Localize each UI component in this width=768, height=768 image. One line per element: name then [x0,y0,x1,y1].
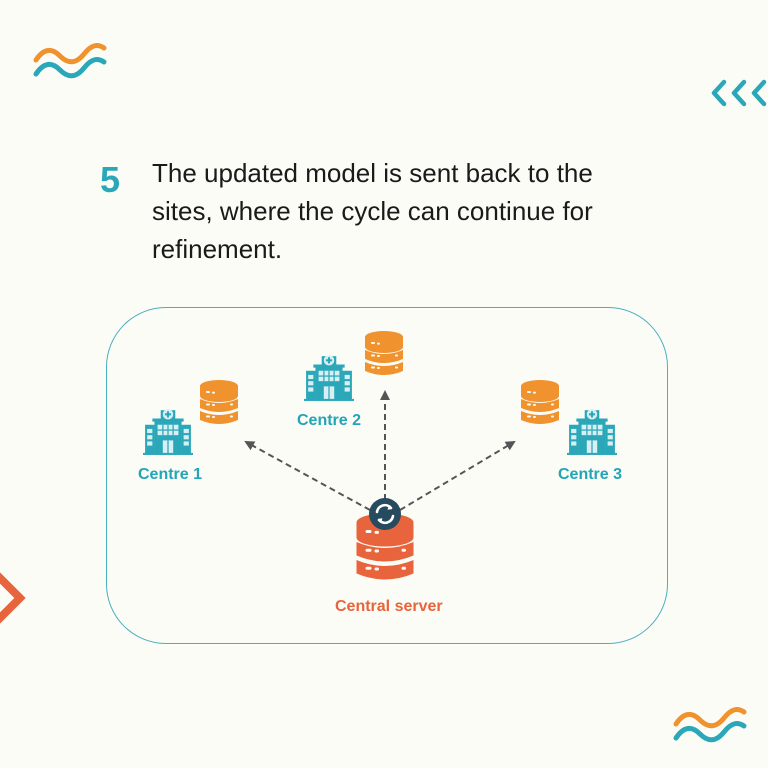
centre-2-label: Centre 2 [297,412,362,429]
database-icon [199,379,239,427]
central-server-label: Central server [335,598,443,615]
chevron-right-decoration [0,572,26,624]
database-icon [520,379,560,427]
step-number: 5 [100,159,121,200]
hospital-icon [143,406,193,456]
database-icon [364,330,404,378]
hospital-icon [567,406,617,456]
wave-decoration-bottom-right [673,707,747,743]
chevrons-left-decoration [711,79,767,107]
diagram-frame [106,307,668,644]
step-description: The updated model is sent back to the si… [152,158,593,264]
centre-1-label: Centre 1 [138,466,203,483]
sync-icon [369,498,401,530]
edge-central-to-centre-3 [399,440,516,511]
hospital-icon [304,352,354,402]
centre-3-label: Centre 3 [558,466,623,483]
wave-decoration-top-left [33,43,107,79]
edge-central-to-centre-1 [244,441,371,511]
